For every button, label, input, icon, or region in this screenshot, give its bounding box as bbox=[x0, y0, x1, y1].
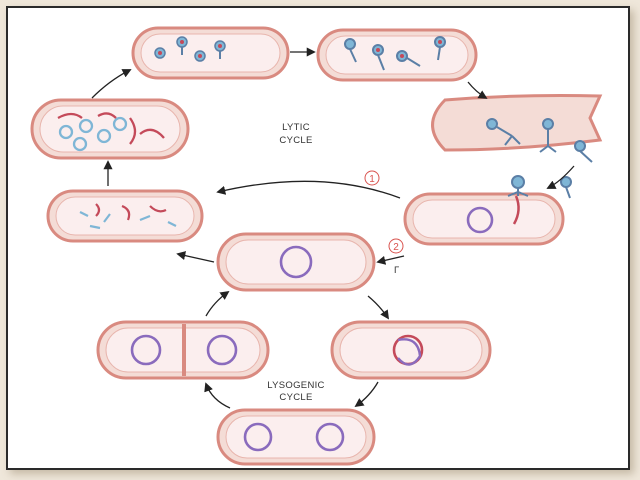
cell-mature-phages bbox=[316, 28, 478, 82]
step-2-marker: 2 bbox=[388, 238, 404, 254]
phage-head-icon bbox=[154, 36, 226, 62]
cell-dividing bbox=[96, 320, 270, 380]
lysogenic-cycle-label-line2: CYCLE bbox=[279, 392, 312, 403]
cell-phage-assembly bbox=[131, 26, 290, 80]
step-1-marker: 1 bbox=[364, 170, 380, 186]
phage-icon bbox=[344, 36, 446, 71]
cell-infection bbox=[403, 175, 572, 246]
cell-prophage-replication bbox=[216, 408, 376, 466]
released-phage-icon bbox=[486, 118, 593, 163]
cycle-arrows bbox=[91, 47, 575, 409]
lysogenic-cycle-label-line1: LYSOGENIC bbox=[267, 380, 324, 391]
gamma-mark: Γ bbox=[394, 265, 400, 276]
lytic-cycle-label-line2: CYCLE bbox=[279, 135, 312, 146]
cell-lysis bbox=[431, 94, 603, 163]
cell-central-prophage bbox=[216, 232, 376, 292]
lytic-cycle-label-line1: LYTIC bbox=[282, 122, 310, 133]
attaching-phage-icon bbox=[507, 175, 572, 199]
step-2-label: 2 bbox=[393, 242, 399, 253]
cell-dna-replication bbox=[30, 98, 190, 160]
cell-prophage-excision bbox=[330, 320, 492, 380]
cell-dna-fragments bbox=[46, 189, 204, 243]
step-1-label: 1 bbox=[369, 174, 375, 185]
